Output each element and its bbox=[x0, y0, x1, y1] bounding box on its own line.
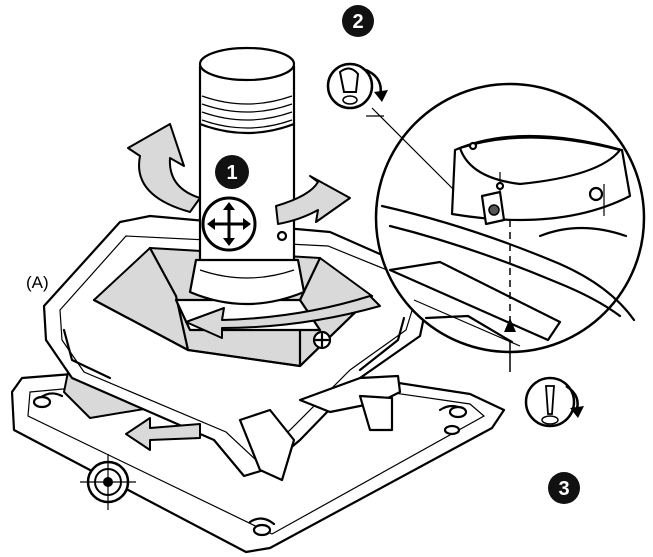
rotation-arrows bbox=[125, 123, 381, 451]
screwdriver-rotate-icon-top bbox=[326, 62, 388, 110]
step-2-number: 2 bbox=[352, 11, 363, 33]
part-a-label: (A) bbox=[26, 273, 49, 292]
four-way-move-arrows-icon bbox=[201, 196, 257, 252]
crosshair-target-icon bbox=[80, 454, 136, 510]
step-1-number: 1 bbox=[226, 162, 237, 184]
screwdriver-rotate-icon-bottom bbox=[524, 376, 584, 428]
step-3-badge: 3 bbox=[548, 472, 580, 504]
detail-magnifier bbox=[366, 82, 646, 372]
step-1-badge: 1 bbox=[215, 155, 249, 189]
step-3-number: 3 bbox=[558, 478, 569, 500]
mount-frame bbox=[42, 214, 430, 482]
step-2-badge: 2 bbox=[342, 5, 374, 37]
